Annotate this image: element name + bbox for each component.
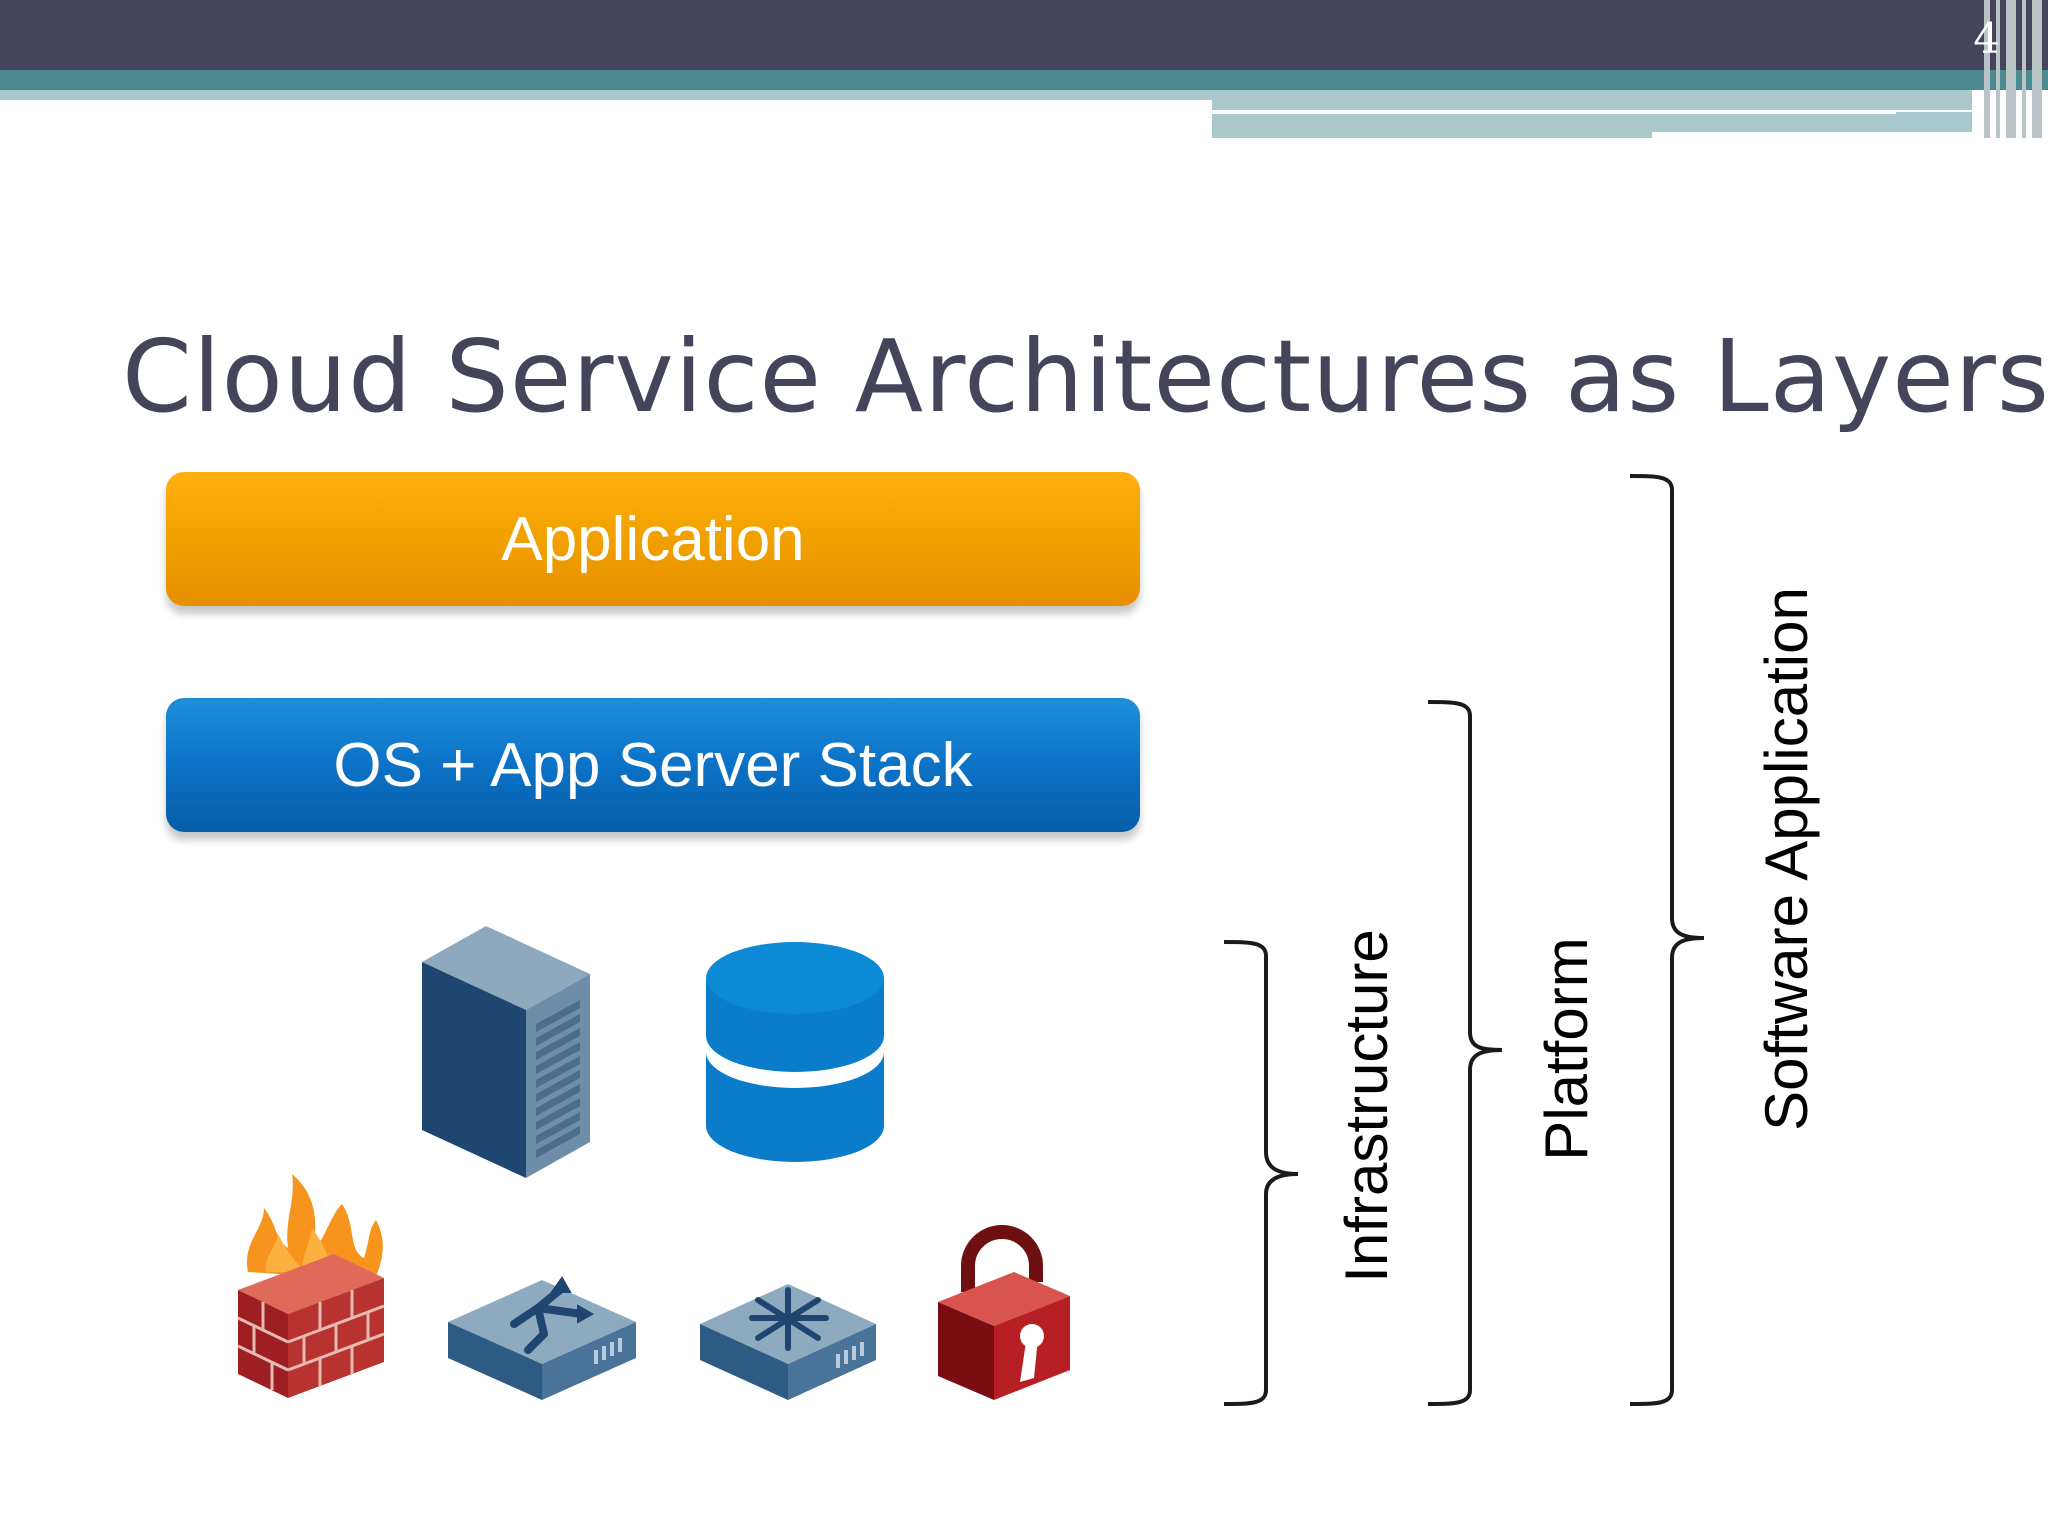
server-icon	[422, 926, 590, 1178]
header-vertical-line	[2006, 0, 2016, 138]
switch-icon	[700, 1284, 876, 1400]
firewall-icon	[237, 1174, 385, 1398]
header-bar	[0, 0, 2048, 70]
header-white-line	[1212, 110, 1896, 114]
application-layer-bar: Application	[166, 472, 1140, 606]
software-application-brace	[1629, 474, 1705, 1406]
header-vertical-line	[2032, 0, 2042, 138]
header-accent-stripe-lower	[1212, 112, 1652, 138]
application-layer-label: Application	[501, 504, 805, 574]
header-vertical-line	[2022, 0, 2026, 138]
header-accent-stripe-left	[0, 90, 1212, 100]
os-stack-layer-label: OS + App Server Stack	[333, 730, 973, 800]
header-accent-stripe	[0, 70, 2048, 90]
header-vertical-line	[1996, 0, 2000, 138]
software-application-label: Software Application	[1753, 587, 1820, 1131]
header-accent-stripe-lower-right	[1652, 112, 1972, 132]
header-accent-stripe-right	[1212, 90, 1972, 110]
lock-icon	[938, 1225, 1070, 1400]
platform-brace	[1427, 700, 1503, 1406]
os-stack-layer-bar: OS + App Server Stack	[166, 698, 1140, 832]
router-icon	[448, 1276, 636, 1400]
platform-label: Platform	[1533, 937, 1600, 1161]
slide-title: Cloud Service Architectures as Layers	[122, 318, 2048, 435]
infrastructure-label: Infrastructure	[1333, 929, 1400, 1283]
database-icon	[706, 942, 884, 1162]
infrastructure-brace	[1223, 940, 1299, 1406]
header-vertical-line	[1984, 0, 1990, 138]
slide-number: 4	[1973, 14, 2000, 63]
